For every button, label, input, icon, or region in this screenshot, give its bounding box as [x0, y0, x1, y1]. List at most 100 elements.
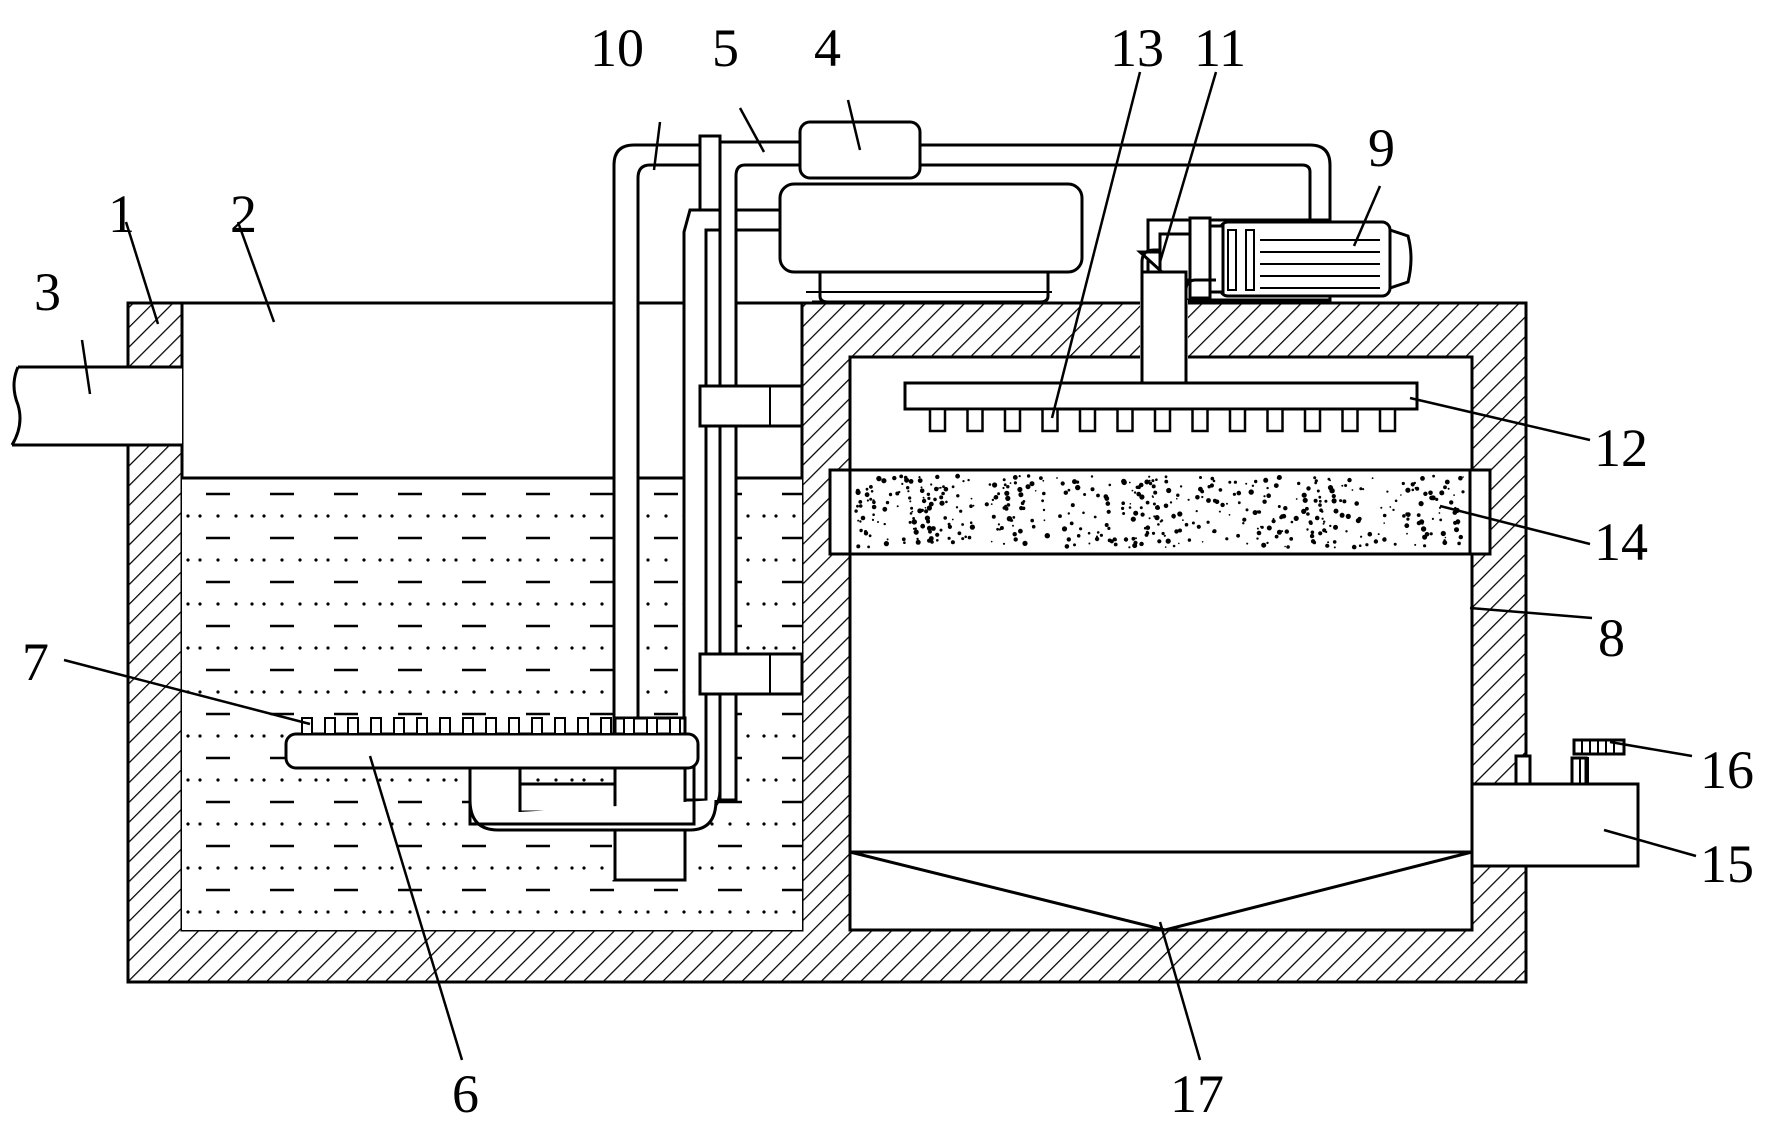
speckle: [1030, 518, 1034, 523]
aeration-nozzles: [301, 717, 681, 735]
speckle: [1151, 531, 1156, 535]
speckle: [1256, 537, 1259, 540]
speckle: [1039, 476, 1043, 480]
speckle: [1152, 496, 1154, 498]
nozzle: [1153, 407, 1172, 433]
speckle: [943, 516, 947, 520]
aeration-nozzle: [669, 717, 681, 735]
speckle: [1201, 495, 1204, 499]
speckle: [1325, 530, 1328, 534]
speckle: [1351, 489, 1354, 491]
speckle: [1283, 506, 1288, 511]
speckle: [1079, 527, 1083, 531]
label-7: 7: [22, 632, 49, 692]
speckle: [1137, 485, 1141, 490]
speckle: [1136, 491, 1141, 497]
aeration-nozzle: [600, 717, 612, 735]
speckle: [901, 537, 906, 542]
speckle: [1154, 515, 1160, 521]
label-3: 3: [34, 262, 61, 322]
speckle: [1405, 487, 1411, 493]
speckle: [1061, 526, 1068, 532]
speckle: [1242, 522, 1245, 525]
speckle: [1284, 529, 1290, 534]
speckle: [962, 480, 965, 483]
speckle: [1382, 513, 1387, 518]
speckle: [961, 537, 965, 541]
speckle: [1458, 475, 1463, 481]
speckle: [1297, 481, 1301, 486]
speckle: [947, 536, 951, 540]
label-17: 17: [1170, 1064, 1224, 1123]
speckle: [857, 519, 860, 522]
speckle: [1323, 520, 1326, 523]
speckle: [1093, 515, 1097, 519]
speckle: [1172, 544, 1176, 548]
speckle: [909, 512, 913, 515]
speckle: [1324, 499, 1328, 503]
speckle: [1266, 541, 1269, 545]
speckle: [1164, 546, 1167, 548]
speckle: [1332, 540, 1337, 544]
speckle: [1454, 527, 1459, 533]
speckle: [1313, 476, 1317, 480]
speckle: [854, 509, 858, 513]
speckle: [914, 527, 917, 530]
speckle: [1096, 531, 1100, 534]
speckle: [984, 502, 989, 507]
speckle: [1440, 530, 1446, 537]
nozzle: [1303, 407, 1322, 433]
speckle: [1322, 528, 1327, 533]
filter-speckles: [854, 473, 1465, 550]
speckle: [1164, 475, 1168, 479]
speckle: [1004, 490, 1010, 496]
speckle: [1295, 498, 1298, 500]
speckle: [961, 523, 964, 526]
aeration-nozzle: [485, 717, 497, 735]
aeration-nozzle: [508, 717, 520, 735]
speckle: [1416, 513, 1421, 517]
speckle: [930, 483, 933, 486]
speckle: [1201, 541, 1204, 543]
speckle: [1012, 516, 1016, 519]
speckle: [1174, 529, 1179, 534]
speckle: [969, 504, 973, 509]
speckle: [1228, 514, 1231, 516]
speckle: [877, 521, 879, 523]
speckle: [1232, 492, 1236, 496]
speckle: [1284, 545, 1286, 548]
speckle: [1166, 487, 1172, 494]
speckle: [1012, 524, 1014, 527]
speckle: [1067, 512, 1071, 515]
speckle: [1318, 499, 1322, 503]
speckle: [856, 504, 859, 508]
speckle: [1319, 508, 1323, 512]
speckle: [868, 534, 872, 538]
speckle: [926, 492, 931, 496]
label-15: 15: [1700, 834, 1754, 894]
speckle: [1018, 528, 1023, 534]
speckle: [1309, 533, 1315, 539]
speckle: [1088, 542, 1091, 545]
speckle: [933, 497, 937, 502]
speckle: [1148, 481, 1153, 486]
speckle: [1108, 483, 1112, 487]
speckle: [924, 507, 927, 509]
speckle: [1429, 532, 1433, 536]
speckle: [926, 525, 932, 531]
speckle: [915, 539, 921, 545]
speckle: [1354, 501, 1359, 506]
speckle: [901, 482, 904, 485]
speckle: [1195, 510, 1198, 513]
speckle: [1256, 527, 1259, 530]
speckle: [1096, 493, 1100, 498]
label-1: 1: [108, 184, 135, 244]
speckle: [930, 540, 934, 544]
speckle: [1326, 544, 1330, 548]
speckle: [1438, 512, 1441, 514]
speckle: [888, 492, 893, 497]
speckle: [1152, 502, 1156, 506]
speckle: [1004, 506, 1009, 511]
speckle: [1066, 537, 1072, 542]
speckle: [1212, 530, 1215, 533]
